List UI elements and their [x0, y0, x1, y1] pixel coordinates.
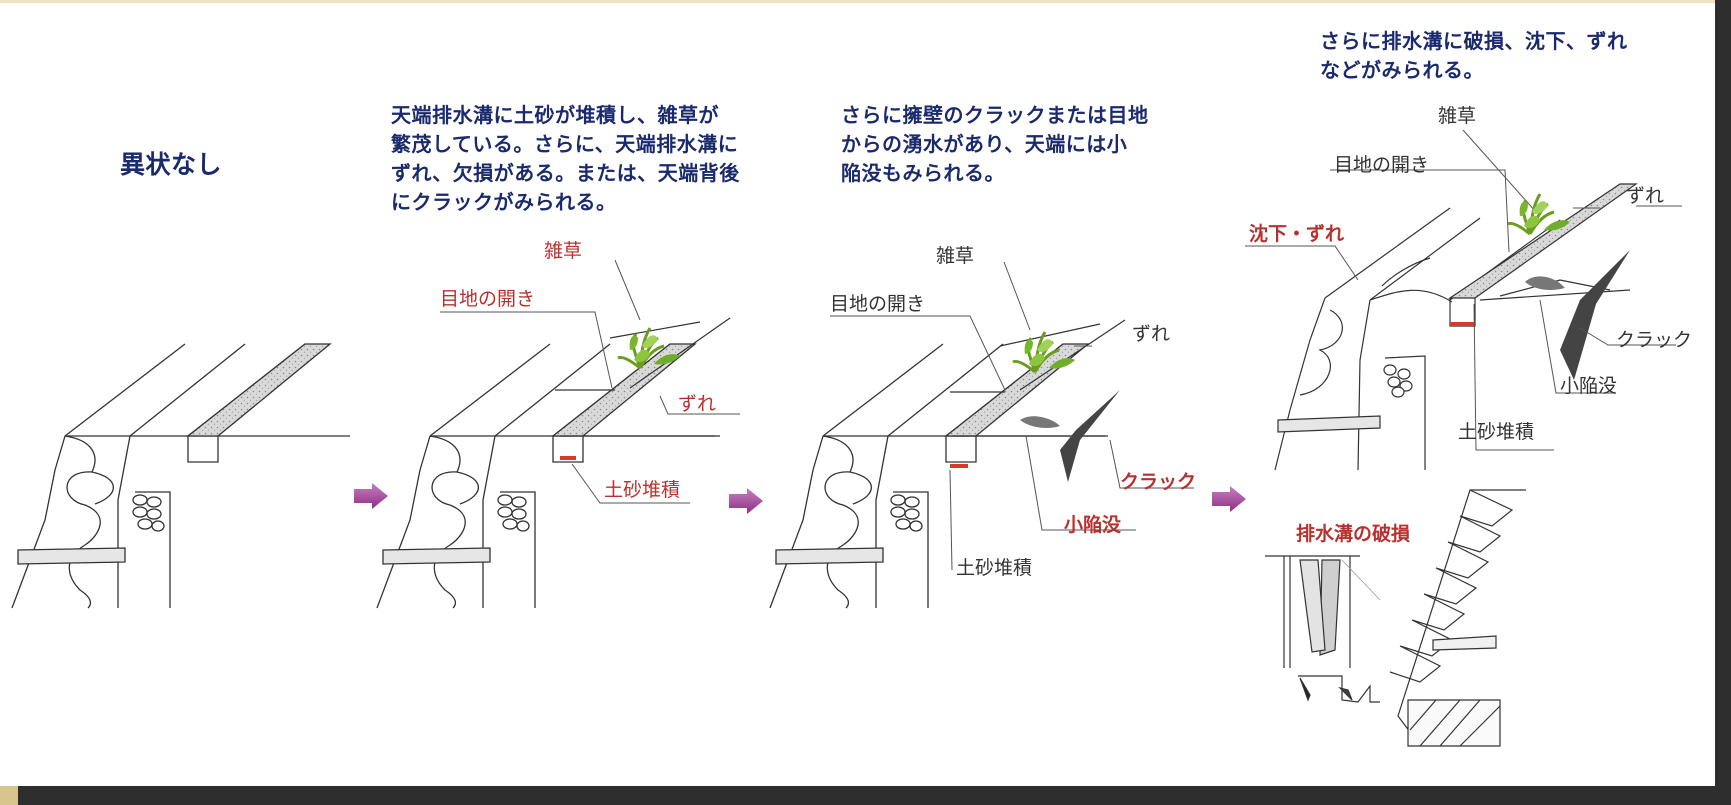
label-shift: ずれ [1626, 185, 1664, 207]
stage-4-upper-diagram [1245, 129, 1682, 471]
arrow-3 [1212, 486, 1246, 512]
caption-stage-3: さらに擁壁のクラックまたは目地 からの湧水があり、天端には小 陥没もみられる。 [841, 103, 1149, 185]
label-sediment: 土砂堆積 [1458, 421, 1534, 443]
bottom-corner-tab [0, 786, 18, 805]
label-shift: ずれ [1132, 323, 1170, 345]
stage-1-diagram [11, 343, 351, 609]
label-crack: クラック [1120, 471, 1196, 493]
caption-stage-4: さらに排水溝に破損、沈下、ずれ などがみられる。 [1320, 29, 1628, 82]
label-sinkhole: 小陥没 [1560, 375, 1617, 397]
label-joint-opening: 目地の開き [440, 288, 535, 310]
label-drain-damage: 排水溝の破損 [1296, 522, 1411, 545]
label-weed: 雑草 [544, 240, 582, 262]
arrow-2 [729, 488, 763, 514]
bottom-frame [0, 786, 1731, 805]
stage-3-diagram: 雑草 目地の開き ずれ クラック 小陥没 土砂堆積 [769, 245, 1196, 609]
label-sediment: 土砂堆積 [956, 557, 1032, 579]
label-crack: クラック [1616, 329, 1692, 351]
label-shift: ずれ [678, 393, 716, 415]
label-sediment: 土砂堆積 [604, 479, 680, 501]
label-joint-opening: 目地の開き [830, 293, 925, 315]
label-settlement-shift: 沈下・ずれ [1249, 222, 1344, 245]
label-sinkhole: 小陥没 [1064, 513, 1122, 536]
stage-2-diagram: 雑草 目地の開き ずれ 土砂堆積 [376, 240, 740, 609]
arrow-1 [354, 483, 388, 509]
label-weed: 雑草 [1438, 105, 1476, 127]
stage-4-lower-diagram [1265, 489, 1526, 747]
caption-stage-2: 天端排水溝に土砂が堆積し、雑草が 繁茂している。さらに、天端排水溝に ずれ、欠損… [391, 103, 740, 214]
label-weed: 雑草 [936, 245, 974, 267]
caption-stage-1: 異状なし [120, 150, 223, 179]
right-frame [1715, 0, 1731, 805]
label-joint-opening: 目地の開き [1334, 154, 1429, 176]
top-border [0, 0, 1731, 3]
